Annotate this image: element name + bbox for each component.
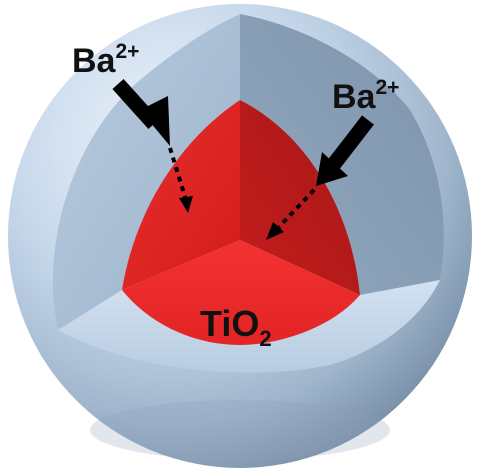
core-left-face <box>122 100 240 290</box>
cutaway-left-face <box>52 14 241 330</box>
core-right-face <box>240 100 360 295</box>
ion-label-right: Ba2+ <box>332 76 399 116</box>
ion-diffusion-arrow-left <box>112 78 193 213</box>
core-bottom-face <box>122 240 360 345</box>
ion-label-left: Ba2+ <box>72 40 139 80</box>
shell-rim-shadow <box>90 400 390 460</box>
core-label: TiO2 <box>200 303 272 351</box>
ion-diffusion-arrow-right <box>266 115 374 240</box>
